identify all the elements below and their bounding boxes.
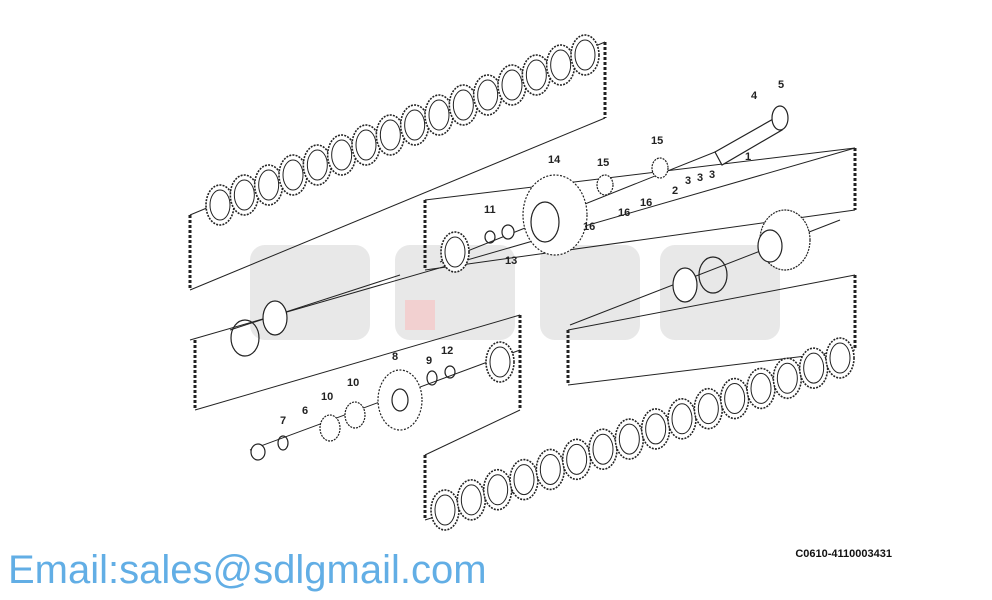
bearing-part-15b — [651, 157, 669, 179]
output-shaft-part-1 — [714, 105, 789, 166]
callout-label-3c: 3 — [709, 169, 715, 181]
callout-label-7: 7 — [280, 415, 286, 427]
callout-label-16b: 16 — [618, 207, 630, 219]
callout-label-3a: 3 — [685, 175, 691, 187]
washer-13 — [501, 224, 515, 240]
callout-label-6: 6 — [302, 405, 308, 417]
callout-label-2: 2 — [672, 185, 678, 197]
callout-label-13: 13 — [505, 255, 517, 267]
friction-plate — [535, 448, 566, 491]
friction-plate — [545, 44, 576, 86]
friction-plate — [440, 231, 470, 273]
friction-plate — [472, 74, 503, 116]
friction-plate — [570, 34, 600, 76]
friction-plate — [825, 337, 855, 379]
bearing-part-15a — [596, 174, 614, 196]
friction-plate — [448, 84, 479, 126]
callout-label-8: 8 — [392, 351, 398, 363]
callout-label-4: 4 — [751, 90, 758, 102]
callout-label-1: 1 — [745, 151, 751, 163]
callout-label-11: 11 — [484, 204, 496, 216]
friction-plate — [482, 468, 513, 511]
friction-plate — [253, 164, 284, 206]
box-line — [189, 117, 606, 291]
friction-plate — [561, 438, 592, 481]
ring-12 — [444, 365, 456, 379]
callout-label-15a: 15 — [597, 157, 609, 169]
o-ring — [230, 319, 260, 357]
friction-plate — [351, 124, 381, 166]
friction-plate — [375, 114, 406, 156]
callout-label-12: 12 — [441, 345, 453, 357]
callout-label-15b: 15 — [651, 135, 663, 147]
large-gear-part-14 — [522, 174, 588, 256]
callout-label-16a: 16 — [583, 221, 595, 233]
friction-plate — [485, 341, 515, 383]
friction-plate — [798, 347, 829, 389]
gear-part-8 — [377, 369, 423, 431]
friction-plate — [278, 154, 308, 196]
friction-plate — [588, 428, 618, 471]
email-watermark: Email:sales@sdlgmail.com — [8, 548, 487, 592]
callout-label-16c: 16 — [640, 197, 652, 209]
diagram-code: C0610-4110003431 — [795, 548, 892, 560]
box-line — [194, 314, 521, 411]
friction-plate — [614, 418, 645, 460]
friction-plates — [205, 34, 855, 531]
friction-plate — [424, 94, 454, 136]
callout-label-3b: 3 — [697, 172, 703, 184]
friction-plate — [509, 458, 539, 501]
friction-plate — [521, 54, 552, 96]
washer-7 — [250, 443, 266, 461]
friction-plate — [430, 489, 460, 531]
gear-part-10b — [344, 401, 366, 429]
friction-plate — [772, 357, 803, 400]
callout-label-5: 5 — [778, 79, 784, 91]
friction-plate — [399, 104, 430, 146]
friction-plate — [719, 377, 750, 420]
ring-9 — [426, 370, 438, 386]
piston-right — [672, 267, 698, 303]
friction-plate — [746, 367, 776, 410]
friction-plate — [205, 184, 235, 226]
friction-plate — [693, 387, 724, 430]
friction-plate — [640, 408, 671, 450]
ring-11 — [484, 230, 496, 244]
friction-plate — [302, 144, 333, 186]
friction-plate — [497, 64, 527, 106]
callout-label-10a: 10 — [321, 391, 333, 403]
friction-plate — [326, 134, 357, 176]
friction-plate — [229, 174, 260, 216]
o-ring — [698, 256, 728, 294]
box-line — [189, 147, 856, 341]
friction-plate — [456, 479, 487, 521]
gear-part-10a — [319, 414, 341, 442]
box-line — [424, 147, 856, 201]
piston-left — [262, 300, 288, 336]
clutch-drum — [757, 209, 811, 271]
friction-plate — [667, 397, 697, 440]
callout-label-9: 9 — [426, 355, 432, 367]
callout-label-14: 14 — [548, 154, 561, 166]
ring-6 — [277, 435, 289, 451]
shaft-axis — [229, 274, 401, 331]
box-line — [567, 274, 856, 331]
callout-label-10b: 10 — [347, 377, 359, 389]
box-line — [424, 409, 521, 456]
